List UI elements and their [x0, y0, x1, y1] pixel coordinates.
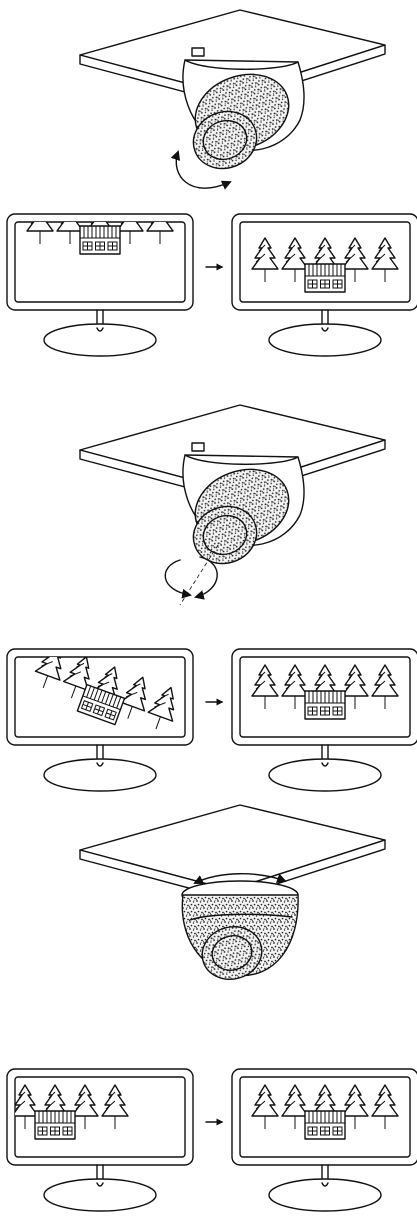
rotate-arrow-icon [165, 557, 217, 597]
monitor-after [232, 649, 417, 791]
dome-camera [183, 48, 304, 177]
monitor-before [7, 200, 193, 356]
monitor-before [0, 1069, 193, 1211]
monitor-after [232, 1069, 417, 1211]
step-pan [0, 805, 417, 1211]
dome-camera [180, 443, 304, 605]
step-rotate [7, 405, 417, 791]
monitor-before [7, 642, 193, 791]
dome-camera [182, 881, 298, 986]
step-tilt [7, 10, 417, 356]
monitor-after [232, 214, 417, 356]
